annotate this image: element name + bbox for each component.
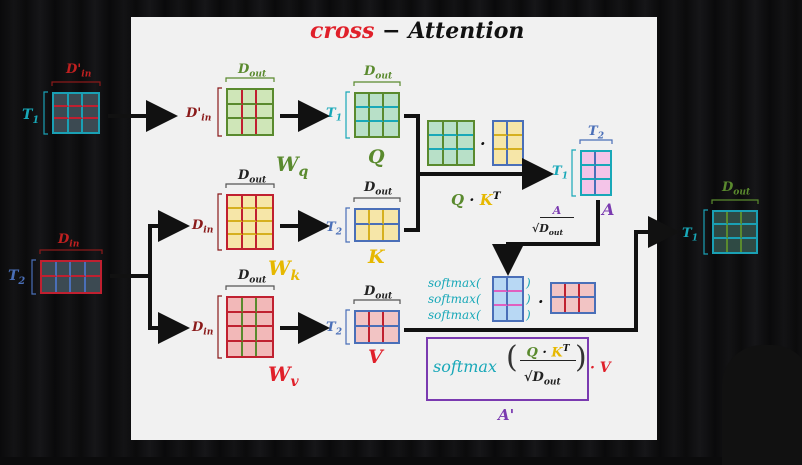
q-cols-label: Dout <box>364 64 393 82</box>
softmax-row-1: softmax( <box>428 276 481 290</box>
scale-denominator: √Dout <box>532 222 564 238</box>
wv-cols-label: Dout <box>238 268 267 286</box>
scale-numerator: A <box>540 204 574 218</box>
attention-formula-box <box>426 337 589 401</box>
v-matrix <box>354 310 400 344</box>
output-cols-label: Dout <box>722 180 751 198</box>
formula-paren-open: ( <box>506 340 518 375</box>
v-product-matrix <box>550 282 596 314</box>
q-matrix <box>354 92 400 138</box>
v-label: V <box>368 346 383 368</box>
wk-rows-label: Din <box>192 218 214 236</box>
softmax-v-dot: · <box>538 292 544 311</box>
presenter-silhouette <box>722 345 802 465</box>
softmax-row-2: softmax( <box>428 292 481 306</box>
input1-rows-label: T1 <box>22 107 40 126</box>
output-rows-label: T1 <box>682 226 699 244</box>
a-matrix <box>580 150 612 196</box>
input1-dim-label: D'in <box>66 62 92 80</box>
output-matrix <box>712 210 758 254</box>
wv-rows-label: Din <box>192 320 214 338</box>
input2-matrix <box>40 260 102 294</box>
q-rows-label: T1 <box>326 106 343 124</box>
softmax-row-3: softmax( <box>428 308 481 322</box>
a-cols-label: T2 <box>588 124 605 142</box>
q-product-matrix <box>427 120 475 166</box>
v-rows-label: T2 <box>326 320 343 338</box>
wk-matrix <box>226 194 274 250</box>
diagram-title: cross − Attention <box>310 18 524 44</box>
wv-matrix <box>226 296 274 358</box>
v-cols-label: Dout <box>364 284 393 302</box>
k-matrix <box>354 208 400 242</box>
a-rows-label: T1 <box>552 164 569 182</box>
input2-dim-label: Din <box>58 232 80 250</box>
softmax-close-1: ) <box>526 276 531 290</box>
wq-rows-label: D'in <box>186 106 212 124</box>
kt-matrix <box>492 120 524 166</box>
input1-matrix <box>52 92 100 134</box>
formula-v: · V <box>590 360 611 376</box>
qk-label: Q · KT <box>451 190 501 209</box>
formula-paren-close: ) <box>575 340 587 375</box>
formula-softmax: softmax <box>433 357 497 376</box>
wv-label: Wv <box>268 362 299 390</box>
wk-label: Wk <box>268 256 301 284</box>
formula-numerator: Q · KT <box>520 343 576 362</box>
k-rows-label: T2 <box>326 220 343 238</box>
input2-rows-label: T2 <box>8 268 26 287</box>
softmax-a-matrix <box>492 276 524 322</box>
softmax-close-2: ) <box>526 292 531 306</box>
softmax-close-3: ) <box>526 308 531 322</box>
title-attention: − Attention <box>374 18 525 44</box>
qk-dot: · <box>480 134 486 153</box>
formula-denominator: √Dout <box>524 370 561 388</box>
wk-cols-label: Dout <box>238 168 267 186</box>
k-cols-label: Dout <box>364 180 393 198</box>
wq-cols-label: Dout <box>238 62 267 80</box>
wq-matrix <box>226 88 274 136</box>
wq-label: Wq <box>276 152 309 180</box>
a-label: A <box>602 200 615 219</box>
k-label: K <box>368 246 385 268</box>
title-cross: cross <box>310 18 375 44</box>
q-label: Q <box>368 146 385 168</box>
a-prime-label: A' <box>498 406 515 424</box>
